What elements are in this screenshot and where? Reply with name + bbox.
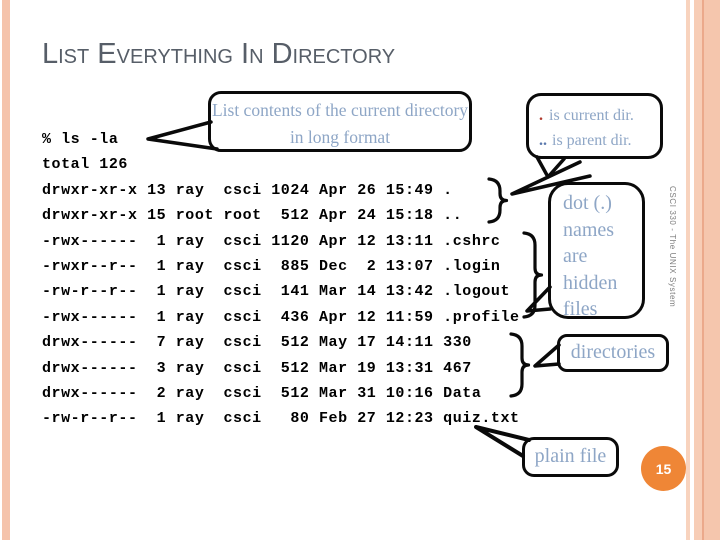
terminal-line: drwxr-xr-x 15 root root 512 Apr 24 15:18… — [42, 207, 463, 225]
terminal-line: drwx------ 7 ray csci 512 May 17 14:11 3… — [42, 334, 472, 352]
right-accent-stripe-outer — [686, 0, 690, 540]
current-dot: . — [539, 107, 543, 124]
terminal-line: total 126 — [42, 156, 128, 174]
course-sidebar-label: CSCI 330 - The UNIX System — [668, 186, 677, 308]
current-dir-line: . is current dir. — [539, 103, 660, 128]
parent-dots: .. — [539, 132, 547, 149]
callout-plain-file: plain file — [522, 437, 619, 477]
terminal-line: % ls -la — [42, 131, 119, 148]
terminal-line: -rwxr--r-- 1 ray csci 885 Dec 2 13:07 .l… — [42, 257, 501, 275]
hidden-files-line: are — [563, 245, 588, 267]
terminal-line: -rw-r--r-- 1 ray csci 80 Feb 27 12:23 qu… — [42, 410, 520, 428]
terminal-line: -rw-r--r-- 1 ray csci 141 Mar 14 13:42 .… — [42, 283, 511, 301]
tail-current-parent — [535, 155, 566, 179]
tail-directories — [533, 343, 561, 368]
tail-hidden-files — [525, 285, 552, 313]
hidden-files-line: hidden — [563, 271, 618, 294]
callout-hidden-files: dot (.) names are hidden files — [548, 182, 645, 320]
terminal-line: drwx------ 2 ray csci 512 Mar 31 10:16 D… — [42, 384, 482, 402]
callout-long-format-text: List contents of the current directory i… — [211, 100, 469, 147]
hidden-files-line: dot (.) — [563, 192, 612, 214]
right-accent-stripe-edge — [704, 0, 720, 540]
callout-current-parent: . is current dir. .. is parent dir. — [526, 93, 663, 159]
terminal-line: -rwx------ 1 ray csci 1120 Apr 12 13:11 … — [42, 232, 501, 250]
page-number-badge: 15 — [641, 446, 686, 491]
plain-file-text: plain file — [534, 445, 607, 467]
directories-text: directories — [570, 341, 656, 363]
terminal-line: drwxr-xr-x 13 ray csci 1024 Apr 26 15:49… — [42, 181, 453, 199]
callout-directories: directories — [557, 334, 669, 372]
terminal-line: -rwx------ 1 ray csci 436 Apr 12 11:59 .… — [42, 308, 520, 326]
brace-hidden-files — [522, 231, 544, 319]
terminal-listing: % ls -la total 126 drwxr-xr-x 13 ray csc… — [42, 127, 520, 432]
parent-dir-line: .. is parent dir. — [539, 128, 660, 153]
page-number: 15 — [655, 460, 672, 477]
hidden-files-line: names — [563, 218, 615, 241]
hidden-files-line: files — [563, 298, 598, 320]
left-accent-stripe — [2, 0, 10, 540]
current-dir-text: is current dir. — [549, 107, 634, 124]
terminal-line: drwx------ 3 ray csci 512 Mar 19 13:31 4… — [42, 359, 472, 377]
right-accent-stripe-mid — [694, 0, 702, 540]
callout-long-format: List contents of the current directory i… — [208, 91, 472, 152]
right-accent-stripe-line — [702, 0, 704, 540]
page-title: List Everything In Directory — [42, 38, 396, 70]
parent-dir-text: is parent dir. — [552, 132, 632, 149]
